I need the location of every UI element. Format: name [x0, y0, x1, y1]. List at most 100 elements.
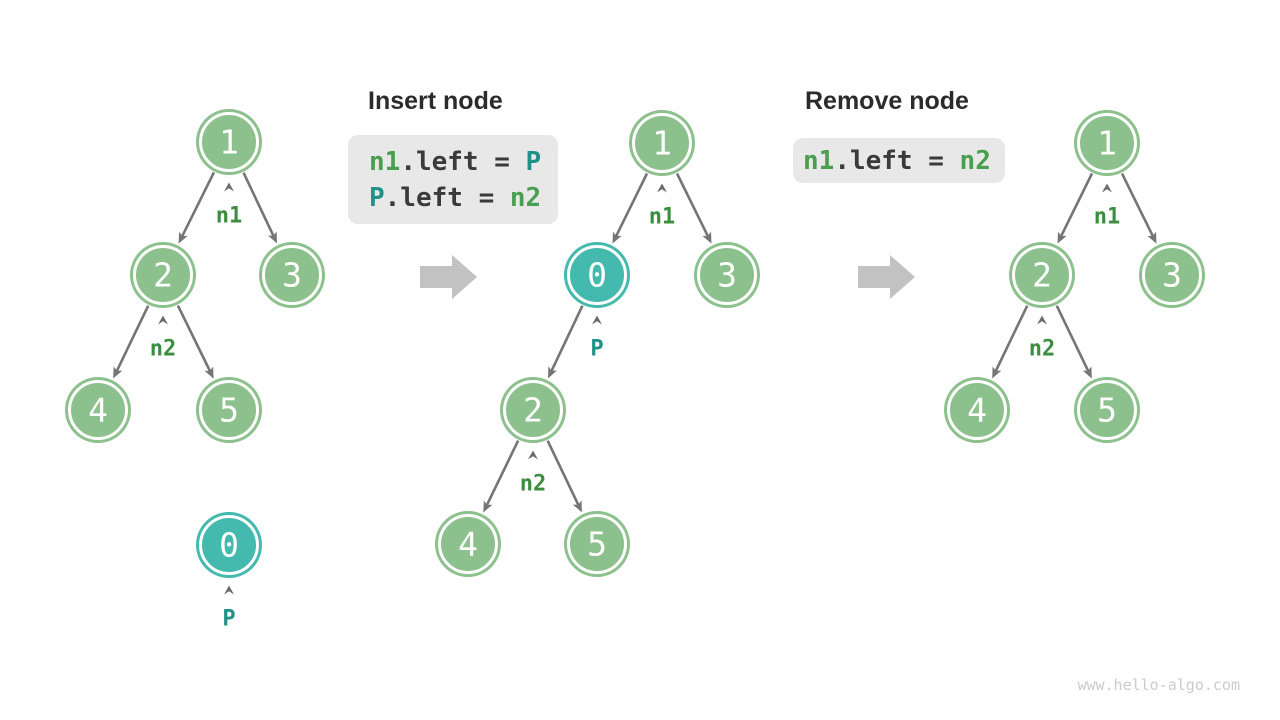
- tree-edge: [550, 305, 584, 372]
- tree-edge: [485, 440, 520, 506]
- node-value: 4: [88, 391, 108, 430]
- code-token: n1: [369, 146, 401, 177]
- node-value: 4: [458, 525, 478, 564]
- tree-node-1: 1: [196, 109, 262, 175]
- edge-arrowhead-icon: [178, 231, 188, 244]
- pointer-caret-icon: [158, 315, 168, 325]
- code-token: .left =: [834, 145, 960, 176]
- node-value: 3: [1162, 256, 1182, 295]
- tree-edge: [675, 172, 710, 237]
- node-inner-ring: [503, 380, 563, 440]
- node-value: 2: [1032, 256, 1052, 295]
- node-circle: [694, 242, 760, 308]
- edge-arrowhead-icon: [268, 231, 277, 244]
- insert-node-title: Insert node: [368, 87, 503, 115]
- node-inner-ring: [262, 245, 322, 305]
- node-circle: [196, 512, 262, 578]
- node-circle: [259, 242, 325, 308]
- node-value: 5: [587, 525, 607, 564]
- edge-arrowhead-icon: [702, 231, 712, 244]
- pointer-caret-icon: [592, 315, 602, 325]
- tree-node-2: 2: [130, 242, 196, 308]
- node-inner-ring: [947, 380, 1007, 440]
- big-right-arrow: [858, 255, 915, 299]
- tree-edge: [115, 305, 150, 372]
- edge-arrowhead-icon: [1057, 231, 1067, 244]
- node-inner-ring: [199, 112, 259, 172]
- tree-node-4: 4: [65, 377, 131, 443]
- node-value: 3: [717, 256, 737, 295]
- pointer-caret-icon: [528, 450, 538, 460]
- node-circle: [1074, 110, 1140, 176]
- node-circle: [196, 377, 262, 443]
- node-value: 1: [1097, 124, 1117, 163]
- tree-edge: [1059, 172, 1094, 237]
- code-token: n1: [803, 145, 835, 176]
- pointer-label-n2: n2: [150, 337, 177, 362]
- tree-node-2: 2: [500, 377, 566, 443]
- code-token: P: [369, 182, 385, 213]
- node-inner-ring: [199, 515, 259, 575]
- tree-edge: [242, 172, 275, 237]
- tree-edge: [614, 172, 649, 237]
- node-circle: [944, 377, 1010, 443]
- edge-arrowhead-icon: [992, 366, 1002, 379]
- code-token: .left =: [400, 146, 526, 177]
- tree-edge: [1055, 305, 1090, 372]
- pointer-caret-icon: [224, 585, 234, 595]
- node-value: 2: [153, 256, 173, 295]
- tree-edge: [546, 440, 580, 506]
- tree-node-5: 5: [1074, 377, 1140, 443]
- node-value: 0: [587, 256, 607, 295]
- tree-node-5: 5: [196, 377, 262, 443]
- big-right-arrow: [420, 255, 477, 299]
- pointer-caret-icon: [657, 183, 667, 193]
- remove-code-box: n1.left = n2: [793, 138, 1005, 183]
- tree-node-3: 3: [694, 242, 760, 308]
- node-inner-ring: [438, 514, 498, 574]
- node-value: 1: [219, 123, 239, 162]
- node-circle: [130, 242, 196, 308]
- node-circle: [564, 511, 630, 577]
- edge-arrowhead-icon: [1082, 366, 1092, 379]
- node-value: 5: [1097, 391, 1117, 430]
- node-value: 5: [219, 391, 239, 430]
- node-value: 4: [967, 391, 987, 430]
- node-inner-ring: [632, 113, 692, 173]
- node-inner-ring: [1142, 245, 1202, 305]
- pointer-label-P: P: [222, 607, 235, 632]
- tree-node-0: 0: [196, 512, 262, 578]
- edge-arrowhead-icon: [572, 500, 582, 513]
- pointer-label-n2: n2: [1029, 337, 1056, 362]
- edge-arrowhead-icon: [1147, 231, 1157, 244]
- node-inner-ring: [1077, 113, 1137, 173]
- tree-after-remove: 1 2 3 4 5 n1 n2: [944, 110, 1205, 443]
- node-circle: [65, 377, 131, 443]
- node-inner-ring: [1012, 245, 1072, 305]
- tree-edge: [180, 171, 216, 238]
- tree-node-2: 2: [1009, 242, 1075, 308]
- node-value: 3: [282, 256, 302, 295]
- pointer-label-n1: n1: [216, 204, 243, 229]
- node-circle: [1139, 242, 1205, 308]
- pointer-caret-icon: [224, 182, 234, 192]
- node-circle: [629, 110, 695, 176]
- pointer-label-n1: n1: [649, 205, 676, 230]
- tree-node-3: 3: [259, 242, 325, 308]
- remove-node-title: Remove node: [805, 87, 969, 115]
- node-inner-ring: [199, 380, 259, 440]
- node-inner-ring: [1077, 380, 1137, 440]
- node-circle: [500, 377, 566, 443]
- node-inner-ring: [567, 245, 627, 305]
- code-line: n1.left = n2: [803, 143, 1005, 179]
- node-value: 0: [219, 526, 239, 565]
- node-value: 2: [523, 391, 543, 430]
- tree-node-4: 4: [944, 377, 1010, 443]
- pointer-label-n1: n1: [1094, 205, 1121, 230]
- code-token: .left =: [384, 182, 510, 213]
- tree-node-1: 1: [629, 110, 695, 176]
- code-token: P: [525, 146, 542, 177]
- edge-arrowhead-icon: [483, 500, 493, 513]
